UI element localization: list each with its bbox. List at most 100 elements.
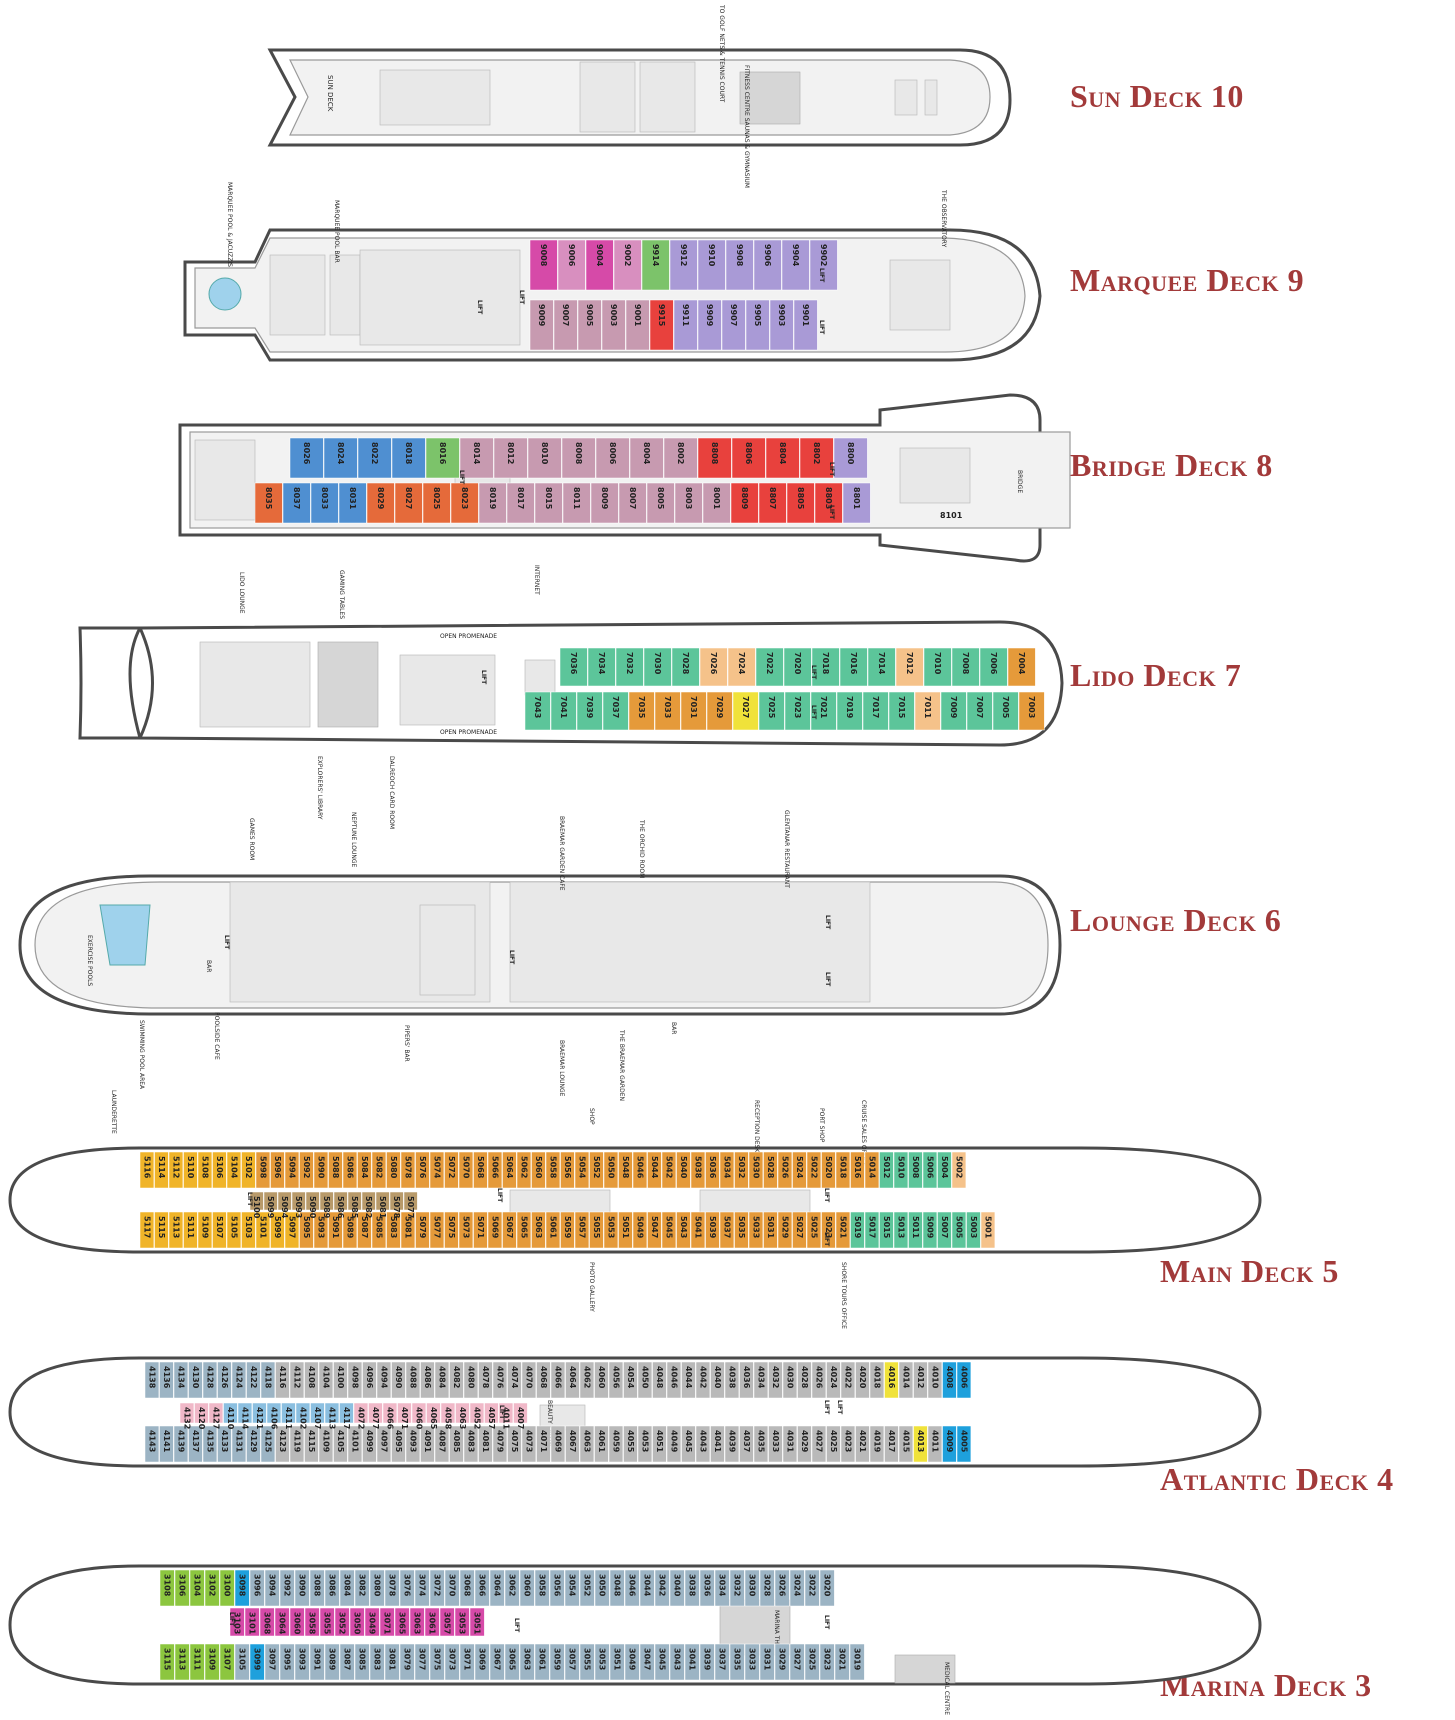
cabin-label: 3068 bbox=[263, 1612, 272, 1635]
cabin-label: 8808 bbox=[710, 442, 719, 465]
cabin-4040 bbox=[710, 1361, 725, 1399]
cabin-label: 4072 bbox=[356, 1407, 365, 1429]
cabin-label: 7041 bbox=[559, 696, 568, 719]
cabin-3097 bbox=[264, 1643, 280, 1681]
cabin-label: 4109 bbox=[321, 1430, 330, 1453]
cabin-5091 bbox=[328, 1211, 343, 1249]
cabin-label: 4035 bbox=[756, 1430, 765, 1453]
cabin-3082 bbox=[354, 1569, 370, 1607]
cabin-label: 4042 bbox=[698, 1366, 707, 1388]
cabin-label: 4040 bbox=[713, 1366, 722, 1389]
cabin-4138 bbox=[144, 1361, 160, 1399]
cabin-label: 7006 bbox=[989, 652, 998, 675]
cabin-3030 bbox=[744, 1569, 760, 1607]
cabin-8010 bbox=[527, 437, 562, 479]
cabin-label: 5048 bbox=[621, 1156, 630, 1179]
cabin-7023 bbox=[784, 691, 811, 731]
cabin-label: 5087 bbox=[360, 1216, 369, 1238]
cabin-3105 bbox=[234, 1643, 250, 1681]
cabin-5076 bbox=[415, 1151, 430, 1189]
cabin-3057 bbox=[439, 1607, 455, 1637]
cabin-label: 3105 bbox=[238, 1648, 247, 1671]
cabin-3050 bbox=[594, 1569, 610, 1607]
cabin-7029 bbox=[706, 691, 733, 731]
cabin-label: 4086 bbox=[423, 1366, 432, 1389]
cabin-8026 bbox=[289, 437, 324, 479]
cabin-3073 bbox=[444, 1643, 460, 1681]
cabin-5110 bbox=[183, 1151, 198, 1189]
cabin-4071 bbox=[397, 1402, 412, 1424]
cabin-5002 bbox=[951, 1151, 967, 1189]
cabin-3086 bbox=[324, 1569, 340, 1607]
cabin-label: 4058 bbox=[443, 1407, 452, 1430]
cabin-label: 3072 bbox=[433, 1574, 442, 1596]
cabin-label: 9007 bbox=[561, 304, 570, 326]
deck-title-atlantic: Atlantic Deck 4 bbox=[1160, 1461, 1394, 1497]
cabin-4027 bbox=[811, 1425, 827, 1463]
cabin-label: 4005 bbox=[959, 1430, 968, 1453]
cabin-label: 5102 bbox=[244, 1156, 253, 1178]
cabin-label: 8019 bbox=[488, 487, 497, 510]
cabin-label: 9910 bbox=[707, 244, 716, 267]
lounge-bar-label: BAR bbox=[670, 1022, 677, 1034]
cabin-label: 8004 bbox=[642, 442, 651, 465]
cabin-label: 5105 bbox=[229, 1216, 238, 1239]
cabin-5090 bbox=[313, 1151, 329, 1189]
cabin-4137 bbox=[188, 1425, 203, 1463]
cabin-label: 7020 bbox=[793, 652, 802, 675]
cabin-label: 4094 bbox=[379, 1366, 388, 1389]
cabin-5077 bbox=[403, 1191, 418, 1211]
cabin-label: 4039 bbox=[727, 1430, 736, 1453]
cabin-8005 bbox=[646, 482, 675, 524]
cabin-4084 bbox=[434, 1361, 450, 1399]
cabin-4134 bbox=[173, 1361, 189, 1399]
cabin-label: 4036 bbox=[742, 1366, 751, 1389]
cabin-label: 4048 bbox=[655, 1366, 664, 1389]
cabin-label: 5101 bbox=[258, 1216, 267, 1239]
cabin-label: 4043 bbox=[698, 1430, 707, 1452]
cabin-4079 bbox=[492, 1425, 508, 1463]
cabin-label: 4097 bbox=[379, 1430, 388, 1452]
cabin-8033 bbox=[310, 482, 339, 524]
cabin-5078 bbox=[389, 1191, 404, 1211]
cabin-label: 4031 bbox=[785, 1430, 794, 1453]
cabin-7003 bbox=[1018, 691, 1045, 731]
cabin-label: 4066 bbox=[385, 1407, 394, 1430]
cabin-3053 bbox=[454, 1607, 470, 1637]
cabin-4077 bbox=[368, 1402, 383, 1424]
cabin-5093 bbox=[313, 1211, 329, 1249]
cabin-3068 bbox=[459, 1569, 475, 1607]
cabin-label: 3020 bbox=[823, 1574, 832, 1597]
cabin-label: 5052 bbox=[592, 1156, 601, 1178]
cabin-8017 bbox=[506, 482, 535, 524]
cabin-5012 bbox=[879, 1151, 894, 1189]
cabin-label: 4115 bbox=[307, 1430, 316, 1453]
cabin-label: 5077 bbox=[432, 1216, 441, 1238]
cabin-label: 5022 bbox=[809, 1156, 818, 1178]
cabin-label: 5093 bbox=[294, 1196, 303, 1218]
cabin-7032 bbox=[615, 647, 644, 687]
lift-label: LIFT bbox=[458, 470, 465, 485]
cabin-label: 3108 bbox=[163, 1574, 172, 1597]
cabin-3083 bbox=[369, 1643, 385, 1681]
cabin-7031 bbox=[680, 691, 707, 731]
cabin-label: 5053 bbox=[606, 1216, 615, 1238]
cabin-label: 4007 bbox=[516, 1407, 525, 1429]
cabin-8801 bbox=[842, 482, 871, 524]
cabin-label: 4077 bbox=[371, 1407, 380, 1429]
cabin-label: 3057 bbox=[568, 1648, 577, 1670]
cabin-label: 5066 bbox=[490, 1156, 499, 1179]
cabin-5093 bbox=[291, 1191, 306, 1211]
cabin-label: 4022 bbox=[843, 1366, 852, 1388]
cabin-label: 5026 bbox=[780, 1156, 789, 1179]
cabin-label: 3101 bbox=[248, 1612, 257, 1635]
cabin-label: 4105 bbox=[336, 1430, 345, 1453]
cabin-4035 bbox=[753, 1425, 769, 1463]
cabin-4141 bbox=[159, 1425, 174, 1463]
cabin-label: 4107 bbox=[313, 1407, 322, 1429]
cabin-label: 3083 bbox=[373, 1648, 382, 1670]
cabin-5051 bbox=[618, 1211, 633, 1249]
cabin-label: 5023 bbox=[824, 1216, 833, 1238]
cabin-label: 5039 bbox=[708, 1216, 717, 1239]
cabin-label: 5011 bbox=[911, 1216, 920, 1239]
